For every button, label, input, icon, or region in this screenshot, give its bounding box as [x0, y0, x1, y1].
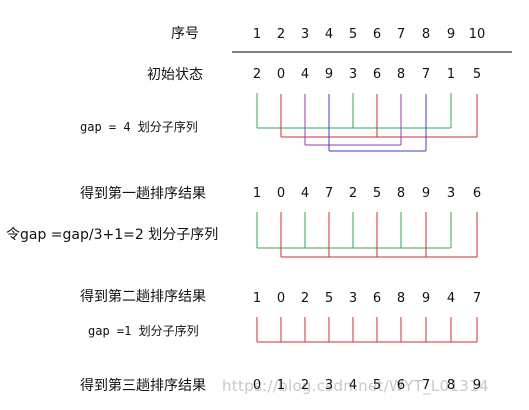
initial-row-cell: 6: [373, 67, 381, 82]
gap-step3-label: gap =1 划分子序列: [88, 324, 199, 338]
pass2-row-cell: 9: [422, 291, 430, 306]
pass2-row-cell: 2: [301, 291, 309, 306]
pass1-row-cell: 5: [373, 186, 381, 201]
initial-row-cell: 3: [349, 67, 357, 82]
initial-row-cell: 0: [277, 67, 285, 82]
initial-row-cell: 1: [447, 67, 455, 82]
pass1-row-cell: 0: [277, 186, 285, 201]
gap-step2-label: 令gap =gap/3+1=2 划分子序列: [6, 227, 219, 243]
index-row-cell: 8: [422, 27, 430, 42]
index-row-cell: 9: [447, 27, 455, 42]
watermark: https://blog.csdn.net/WYT_L01314: [222, 377, 489, 395]
initial-row-cell: 8: [397, 67, 405, 82]
pass1-row-cell: 9: [422, 186, 430, 201]
pass1-row-cell: 2: [349, 186, 357, 201]
pass1-result-label: 得到第一趟排序结果: [80, 186, 206, 202]
pass3-row-cell: 6: [397, 378, 405, 393]
pass2-row-cell: 0: [277, 291, 285, 306]
pass2-row-cell: 8: [397, 291, 405, 306]
pass3-row-cell: 1: [277, 378, 285, 393]
index-row-cell: 4: [325, 27, 333, 42]
index-label: 序号: [171, 26, 199, 42]
gap-step1-label: gap = 4 划分子序列: [80, 120, 198, 134]
index-row-cell: 10: [469, 27, 486, 42]
initial-state-label: 初始状态: [147, 67, 203, 83]
pass3-row-cell: 9: [473, 378, 481, 393]
pass1-row-cell: 1: [253, 186, 261, 201]
pass2-row-cell: 4: [447, 291, 455, 306]
initial-row-cell: 2: [253, 67, 261, 82]
pass1-row-cell: 4: [301, 186, 309, 201]
index-row-cell: 2: [277, 27, 285, 42]
pass2-row-cell: 1: [253, 291, 261, 306]
pass2-row-cell: 7: [473, 291, 481, 306]
pass3-row-cell: 0: [253, 378, 261, 393]
initial-row-cell: 7: [422, 67, 430, 82]
pass1-row-cell: 8: [397, 186, 405, 201]
pass3-row-cell: 8: [447, 378, 455, 393]
index-row-cell: 7: [397, 27, 405, 42]
index-row-cell: 5: [349, 27, 357, 42]
index-row-cell: 6: [373, 27, 381, 42]
pass2-row-cell: 6: [373, 291, 381, 306]
pass2-row-cell: 5: [325, 291, 333, 306]
index-row-cell: 1: [253, 27, 261, 42]
pass3-row-cell: 2: [301, 378, 309, 393]
pass3-row-cell: 5: [373, 378, 381, 393]
pass2-row-cell: 3: [349, 291, 357, 306]
initial-row-cell: 4: [301, 67, 309, 82]
pass3-row-cell: 4: [349, 378, 357, 393]
initial-row-cell: 9: [325, 67, 333, 82]
initial-row-cell: 5: [473, 67, 481, 82]
pass1-row-cell: 7: [325, 186, 333, 201]
pass1-row-cell: 3: [447, 186, 455, 201]
index-row-cell: 3: [301, 27, 309, 42]
pass3-row-cell: 3: [325, 378, 333, 393]
pass3-result-label: 得到第三趟排序结果: [80, 378, 206, 394]
pass3-row-cell: 7: [422, 378, 430, 393]
pass1-row-cell: 6: [473, 186, 481, 201]
pass2-result-label: 得到第二趟排序结果: [80, 289, 206, 305]
